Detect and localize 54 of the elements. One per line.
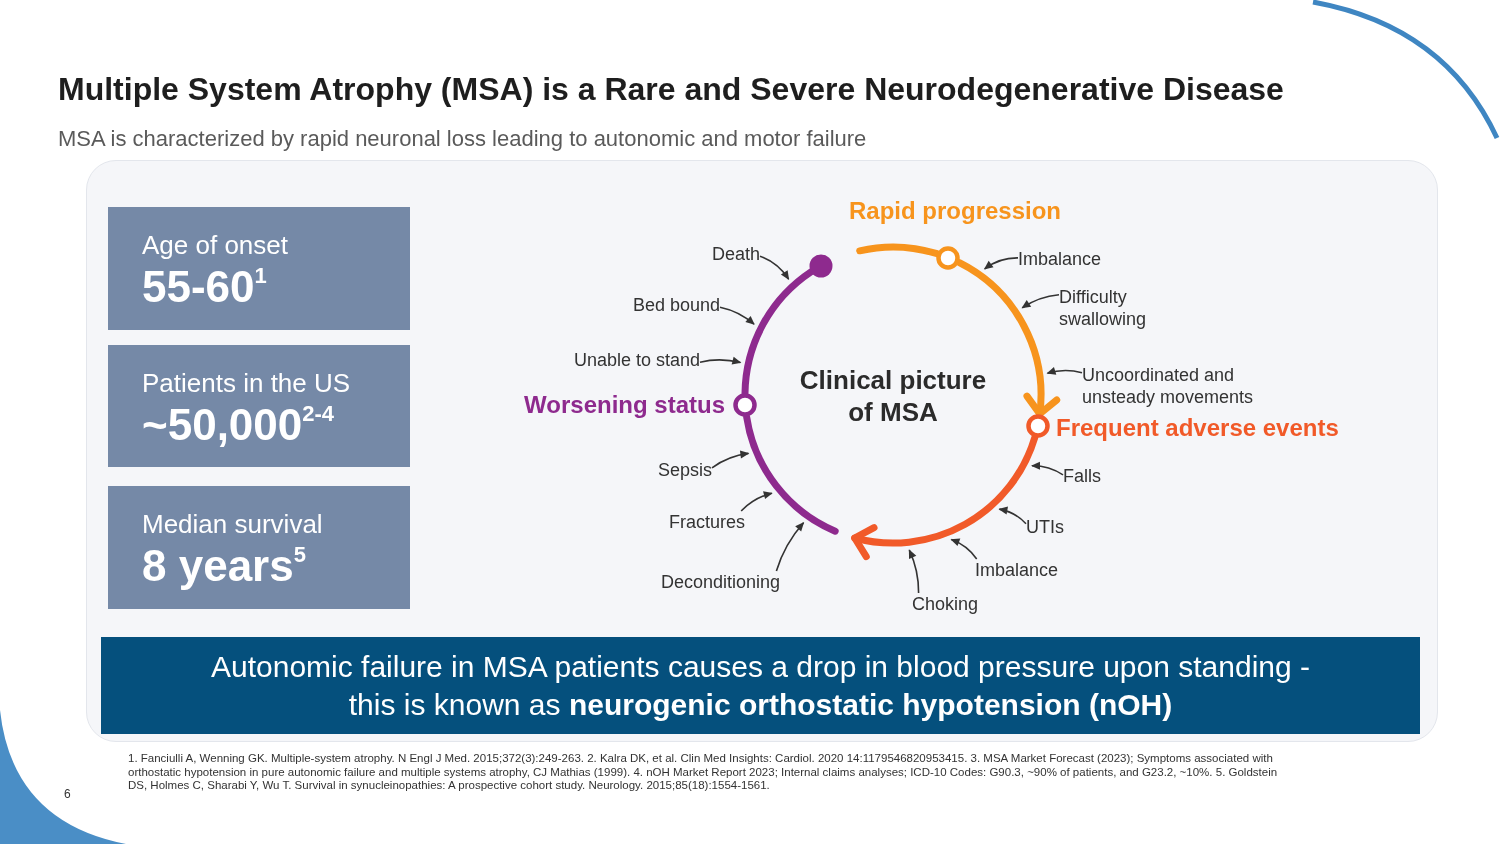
- center-title: Clinical picture of MSA: [796, 364, 990, 428]
- leader-arrow: [775, 522, 805, 572]
- dot-icon: [809, 253, 834, 278]
- symptom-label: Unable to stand: [573, 349, 700, 371]
- slide-title: Multiple System Atrophy (MSA) is a Rare and Severe Neurodegenerative Disease: [58, 71, 1284, 108]
- symptom-label: Fractures: [668, 511, 745, 533]
- leader-arrow: [1031, 461, 1064, 476]
- symptom-label: Choking: [912, 593, 979, 615]
- stat-value: ~50,000$^{2-4}$: [142, 399, 335, 451]
- symptom-label: Deconditioning: [660, 571, 780, 593]
- leader-arrow: [950, 538, 978, 560]
- curved-arrow: [955, 259, 1060, 418]
- symptom-label: Uncoordinated and unsteady movements: [1082, 364, 1260, 408]
- leader-arrow: [711, 450, 750, 469]
- leader-arrow: [998, 506, 1027, 525]
- banner-text: Autonomic failure in MSA patients causes a drop in blood pressure upon standing - this is known as neurogenic orthostatic hypotension (nOH): [210, 648, 1311, 723]
- stat-label: Patients in the US: [142, 367, 351, 399]
- leader-arrow: [908, 549, 920, 594]
- leader-arrow: [1046, 367, 1083, 375]
- page-number: 6: [64, 787, 71, 801]
- ring-icon: [936, 245, 961, 270]
- ring-icon: [1025, 413, 1050, 438]
- symptom-label: Bed bound: [632, 294, 720, 316]
- symptom-label: Death: [711, 243, 760, 265]
- symptom-label: UTIs: [1026, 516, 1064, 538]
- references: 1. Fanciulli A, Wenning GK. Multiple-system atrophy. N Engl J Med. 2015;372(3):249-263. 2. Kalra DK, et al. Clin Med Insights: Cardiol. 2020 14:1179546820953415. 3. MSA Market Forecast (2023); Symptoms associated with orthostatic hypotension in pure autonomic failure and multiple systems atrophy, CJ Mathias (1999). 4. nOH Market Report 2023; Internal claims analyses; ICD-10 Codes: G90.3, ~90% of patients, and G23.2, ~10%. 5. Goldstein DS, Holmes C, Sharabi Y, Wu T. Survival in synucleinopathies: A prospective cohort study. Neurology. 2015;85(18):1554-1561.: [128, 752, 1278, 793]
- leader-arrow: [759, 255, 790, 280]
- curved-line: [741, 268, 815, 397]
- slide-subtitle: MSA is characterized by rapid neuronal loss leading to autonomic and motor failure: [58, 126, 867, 152]
- curved-arrow: [851, 433, 1039, 560]
- stat-label: Median survival: [142, 508, 323, 540]
- stat-card: [108, 345, 410, 467]
- leader-arrow: [699, 356, 742, 365]
- symptom-label: Imbalance: [1018, 248, 1102, 270]
- curved-line: [743, 413, 839, 535]
- stage-label: Frequent adverse events: [1056, 414, 1339, 442]
- stage-label: Worsening status: [524, 391, 725, 419]
- stat-value: 8 years$^{5}$: [142, 540, 306, 592]
- leader-arrow: [740, 491, 773, 512]
- leader-arrow: [983, 257, 1019, 270]
- stat-value: 55-60$^{1}$: [142, 261, 267, 313]
- symptom-label: Difficulty swallowing: [1059, 286, 1151, 330]
- symptom-label: Sepsis: [657, 459, 712, 481]
- stat-label: Age of onset: [142, 229, 288, 261]
- banner: [101, 637, 1420, 734]
- stage-label: Rapid progression: [849, 197, 1062, 225]
- symptom-label: Falls: [1063, 465, 1101, 487]
- leader-arrow: [719, 306, 755, 325]
- symptom-label: Imbalance: [975, 559, 1059, 581]
- leader-arrow: [1021, 294, 1060, 309]
- ring-icon: [733, 393, 758, 418]
- stat-card: [108, 207, 410, 330]
- stat-card: [108, 486, 410, 609]
- curved-line: [856, 243, 941, 258]
